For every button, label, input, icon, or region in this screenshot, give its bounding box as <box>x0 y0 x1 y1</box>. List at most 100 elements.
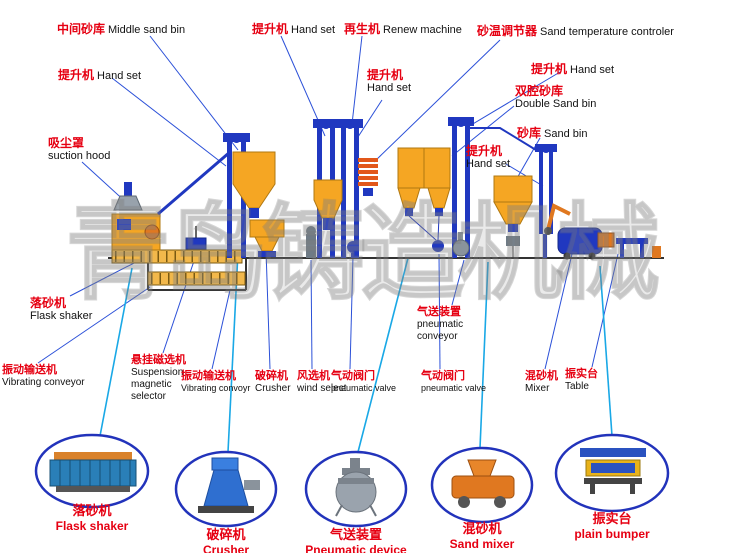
label-zh: 砂温调节器 <box>477 24 538 38</box>
label-en: Hand set <box>466 158 511 171</box>
pneumatic-valve-2-figure <box>408 215 444 252</box>
label-zh: 振实台 <box>565 368 598 380</box>
label-zh: 气动阀门 <box>421 370 465 382</box>
label-zh: 吸尘罩 <box>48 136 85 150</box>
transfer-pipe <box>470 127 537 151</box>
vibrating-conveyor-figure <box>111 249 246 286</box>
label-zh: 风选机 <box>297 370 330 382</box>
label-en: Table <box>565 380 589 392</box>
label-en: Hand set <box>291 24 336 36</box>
gallery-caption-en: Crusher <box>202 543 249 553</box>
label-en: Suspension magnetic selector <box>131 366 184 402</box>
label-en: Crusher <box>255 382 291 394</box>
label-en: Mixer <box>525 382 550 394</box>
label-en: Middle sand bin <box>108 24 186 36</box>
gallery-caption-zh: 混砂机 <box>462 521 502 536</box>
label-zh: 落砂机 <box>30 296 67 310</box>
label-zh: 提升机 <box>531 62 568 76</box>
incline-conveyor <box>157 150 231 216</box>
gallery-oval-flask-shaker <box>34 433 150 509</box>
label-en: Sand temperature controler <box>540 26 674 38</box>
label-en: Sand bin <box>544 128 588 140</box>
gallery-caption-en: Pneumatic device <box>305 543 407 553</box>
label-en: wind select <box>297 382 347 394</box>
mixer-figure <box>557 227 615 260</box>
label-en: pneumatic valve <box>331 382 397 393</box>
label-zh: 破碎机 <box>255 370 288 382</box>
leader-lines <box>37 35 619 370</box>
label-zh: 提升机 <box>252 22 289 36</box>
gallery-caption-zh: 破碎机 <box>206 527 246 542</box>
label-zh: 提升机 <box>58 68 95 82</box>
label-zh: 悬挂磁选机 <box>131 354 186 366</box>
elevator-4 <box>448 117 474 258</box>
label-zh: 双腔砂库 <box>515 84 564 98</box>
pneumatic-valve-1-figure <box>347 241 359 258</box>
middle-sand-bin-figure <box>232 151 276 218</box>
gallery-oval-sand-mixer <box>430 446 534 524</box>
label-en: pneumatic valve <box>421 382 487 393</box>
label-zh: 气送装置 <box>417 306 461 318</box>
sand-bin-figure <box>493 175 533 258</box>
table-figure <box>616 238 661 258</box>
gallery-caption-en: Flask shaker <box>55 519 129 533</box>
gallery-caption-zh: 气送装置 <box>329 527 382 542</box>
label-zh: 振动输送机 <box>181 370 236 382</box>
gallery-oval-pneumatic-device <box>304 450 408 528</box>
elevator-5 <box>535 144 557 258</box>
gallery-caption-en: plain bumper <box>574 527 650 541</box>
gallery-caption-zh: 落砂机 <box>72 503 112 518</box>
label-zh: 提升机 <box>466 144 503 158</box>
label-en: Double Sand bin <box>515 98 597 111</box>
label-zh: 中间砂库 <box>57 22 106 36</box>
gallery-oval-crusher <box>174 450 278 528</box>
label-en: suction hood <box>48 150 111 163</box>
label-zh: 混砂机 <box>525 370 558 382</box>
label-en: Hand set <box>570 64 615 76</box>
label-en: Renew machine <box>383 24 462 36</box>
pneumatic-conveyor-figure <box>452 232 470 257</box>
loader-arm-figure <box>544 203 571 235</box>
wind-select-figure <box>306 226 316 258</box>
label-zh: 提升机 <box>367 68 404 82</box>
label-en: Hand set <box>97 70 142 82</box>
label-en: Vibrating conveyor <box>2 376 85 388</box>
suspension-magnetic-selector-figure <box>185 226 207 250</box>
label-zh: 再生机 <box>344 22 381 36</box>
label-en: pneumatic conveyor <box>417 318 464 342</box>
label-en: Vibrating convoyr <box>181 382 251 393</box>
gallery-caption-en: Sand mixer <box>449 537 515 551</box>
gallery-caption-zh: 振实台 <box>592 511 632 526</box>
renew-machine-figure <box>313 179 343 230</box>
gallery-oval-plain-bumper <box>554 433 670 513</box>
label-zh: 气动阀门 <box>331 370 375 382</box>
suction-hood-figure <box>111 182 161 251</box>
label-zh: 砂库 <box>517 126 542 140</box>
label-en: Flask shaker <box>30 310 93 323</box>
sand-temperature-controller-figure <box>358 158 378 196</box>
